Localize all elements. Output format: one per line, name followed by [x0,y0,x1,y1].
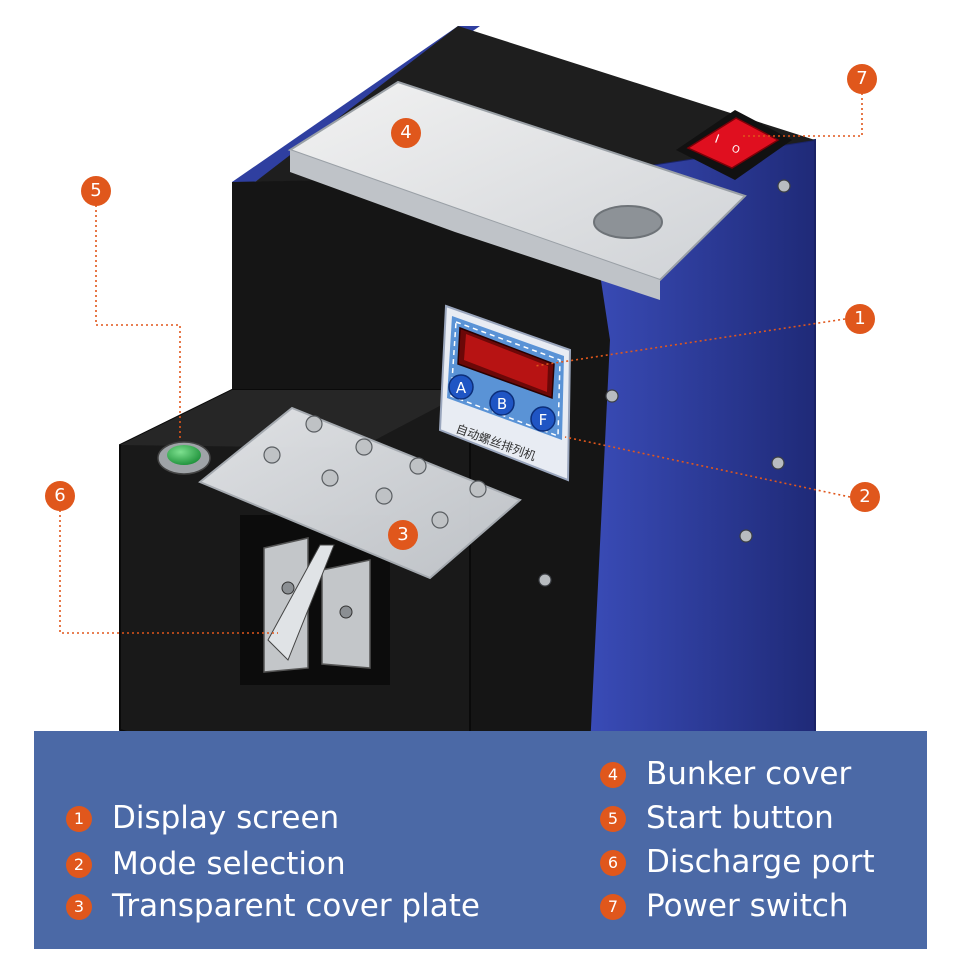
callout-discharge-port: 6 [45,481,75,511]
legend-number: 7 [600,894,626,920]
callout-bunker-cover: 4 [391,118,421,148]
lcd-glow [464,334,548,392]
panel-buttons: A B F [448,374,556,432]
legend-label: Start button [646,800,834,836]
leader-line-1 [534,318,846,367]
callout-display-screen: 1 [845,304,875,334]
panel-dash-frame [450,320,561,438]
legend-label: Transparent cover plate [112,888,480,924]
callout-mode-selection: 2 [850,482,880,512]
legend-label: Display screen [112,800,340,836]
legend-number: 2 [66,852,92,878]
callout-cover-plate: 3 [388,520,418,550]
transparent-cover-plate [198,406,522,580]
rail-screw [281,581,295,595]
start-button [167,445,201,465]
legend-label: Mode selection [112,846,346,882]
legend-label: Bunker cover [646,756,852,792]
bunker-cover-front [290,150,660,300]
legend-number: 5 [600,806,626,832]
leader-line-5 [95,205,181,440]
rail-screw [339,605,353,619]
discharge-tip [267,544,335,661]
switch-rocker [686,117,780,169]
legend-number: 6 [600,850,626,876]
callout-power-switch: 7 [847,64,877,94]
panel-button-f-label: F [539,411,548,429]
plate-screws [263,415,487,529]
legend-label: Discharge port [646,844,875,880]
legend-panel: 1 Display screen 2 Mode selection 3 Tran… [34,731,927,949]
leader-line-2 [564,436,851,498]
panel-button-b-label: B [497,395,507,413]
legend-number: 3 [66,894,92,920]
legend-label: Power switch [646,888,849,924]
panel-button-a-label: A [456,379,467,397]
legend-number: 4 [600,762,626,788]
callout-start-button: 5 [81,176,111,206]
legend-number: 1 [66,806,92,832]
bunker-hole [593,205,663,239]
